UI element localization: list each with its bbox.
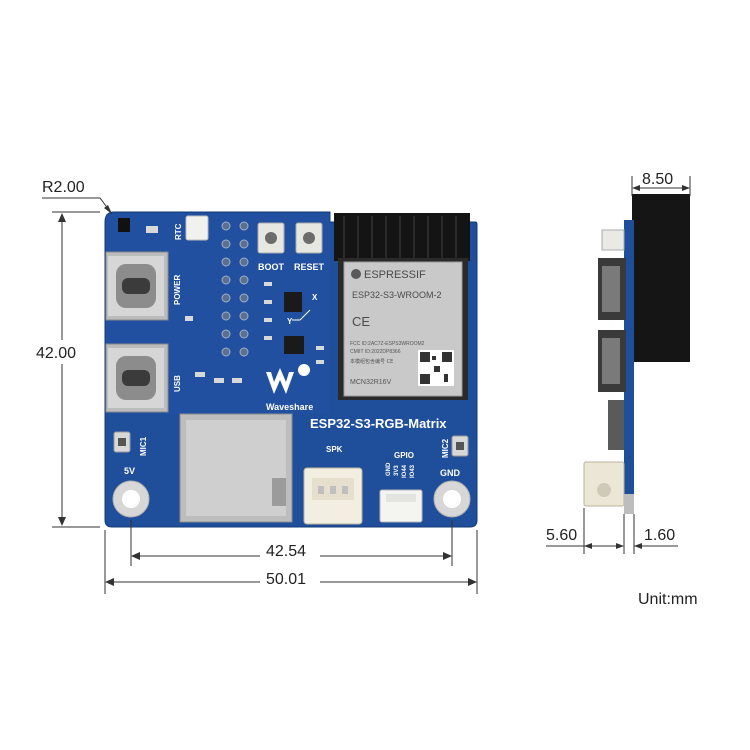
- board-dimensions: R2.00 42.00 42.54 50.01: [28, 179, 478, 594]
- rtc-connector: [185, 215, 209, 241]
- board-side-view: 8.50 5.60 1.60: [546, 171, 691, 554]
- antenna-ridges: [343, 216, 457, 258]
- side-left-arrow-a-icon: [584, 543, 592, 549]
- pin-gnd-label: GND: [386, 462, 392, 476]
- usb-label: USB: [173, 375, 182, 392]
- side-pcb-edge: [624, 220, 634, 512]
- module-qr-code: [418, 350, 454, 386]
- usb-c-power-port: [105, 251, 169, 321]
- five-v-label: 5V: [124, 466, 135, 476]
- mic1-label: MIC1: [139, 436, 148, 456]
- side-usb-data-shell: [602, 338, 620, 384]
- side-mount-standoff: [624, 494, 634, 514]
- smd-parts: [185, 282, 324, 383]
- width-arrow-left-icon: [105, 578, 114, 586]
- height-label: 42.00: [36, 345, 76, 362]
- side-usb-power-shell: [602, 266, 620, 312]
- mounting-hole-left: [112, 480, 150, 518]
- hole-arrow-right-icon: [443, 552, 452, 560]
- microsd-slot: [179, 413, 293, 523]
- reset-label: RESET: [294, 262, 325, 272]
- power-label: POWER: [173, 275, 182, 305]
- axis-y-label: Y: [287, 317, 293, 326]
- rtc-label: RTC: [174, 223, 183, 240]
- thick-arrow-left-icon: [632, 185, 640, 191]
- side-module-block: [632, 194, 690, 362]
- sensor-chip: [118, 218, 130, 232]
- mic1-port-icon: [118, 438, 126, 446]
- corner-arrow-icon: [104, 205, 112, 214]
- side-right-arrow-icon: [634, 543, 642, 549]
- side-connector-latch-icon: [597, 483, 611, 497]
- smd-part: [146, 226, 158, 233]
- board-title: ESP32-S3-RGB-Matrix: [310, 416, 447, 431]
- imu-chip: [284, 292, 302, 312]
- module-model: ESP32-S3-WROOM-2: [352, 290, 442, 300]
- brand-label: Waveshare: [266, 402, 313, 412]
- boot-button: [257, 222, 285, 254]
- thick-arrow-right-icon: [682, 185, 690, 191]
- corner-radius-label: R2.00: [42, 179, 85, 196]
- axis-x-label: X: [312, 293, 318, 302]
- boot-label: BOOT: [258, 262, 285, 272]
- mic2-label: MIC2: [441, 438, 450, 458]
- spk-label: SPK: [326, 445, 343, 454]
- speaker-connector: [303, 467, 363, 525]
- esp32-antenna: [334, 213, 470, 261]
- unit-label: Unit:mm: [638, 591, 698, 608]
- width-label: 50.01: [266, 571, 306, 588]
- waveshare-logo: Waveshare: [266, 364, 313, 412]
- gpio-label: GPIO: [394, 451, 414, 460]
- width-arrow-right-icon: [468, 578, 477, 586]
- regulator-chip: [284, 336, 304, 354]
- hole-arrow-left-icon: [131, 552, 140, 560]
- gpio-connector: [379, 489, 423, 523]
- mic2-port-icon: [456, 442, 464, 450]
- width-label-bg: [260, 566, 320, 586]
- usb-c-data-port: [105, 343, 169, 413]
- mounting-hole-right: [433, 480, 471, 518]
- espressif-logo-icon: [351, 269, 361, 279]
- module-code: MCN32R16V: [350, 379, 392, 386]
- pin-3v3-label: 3V3: [394, 465, 400, 476]
- height-arrow-bottom-icon: [58, 517, 66, 526]
- hole-label-bg: [260, 540, 320, 560]
- side-right-label: 1.60: [644, 527, 675, 544]
- pin-io44-label: IO44: [402, 464, 408, 478]
- reset-button: [295, 222, 323, 254]
- module-line3: 本模组包含编号 CE: [350, 358, 393, 365]
- module-cmiit: CMIIT ID:2022DP8366: [350, 349, 401, 355]
- module-thickness-label: 8.50: [642, 171, 673, 188]
- module-vendor: ESPRESSIF: [364, 269, 426, 281]
- side-left-arrow-b-icon: [616, 543, 624, 549]
- hole-spacing-label: 42.54: [266, 543, 306, 560]
- side-rtc-connector: [601, 229, 625, 251]
- pin-io43-label: IO43: [410, 464, 416, 478]
- via-grid: [221, 221, 249, 357]
- height-label-bg: [28, 340, 96, 364]
- axis-arrows: [292, 309, 311, 321]
- height-arrow-top-icon: [58, 213, 66, 222]
- module-ce: CE: [352, 314, 370, 329]
- board-top-view: RTC POWER USB: [104, 211, 478, 528]
- side-sd-slot: [608, 400, 624, 450]
- gnd-label: GND: [440, 468, 461, 478]
- side-left-label: 5.60: [546, 527, 577, 544]
- module-fcc: FCC ID:2AC7Z-ESPS3WROOM2: [350, 341, 425, 347]
